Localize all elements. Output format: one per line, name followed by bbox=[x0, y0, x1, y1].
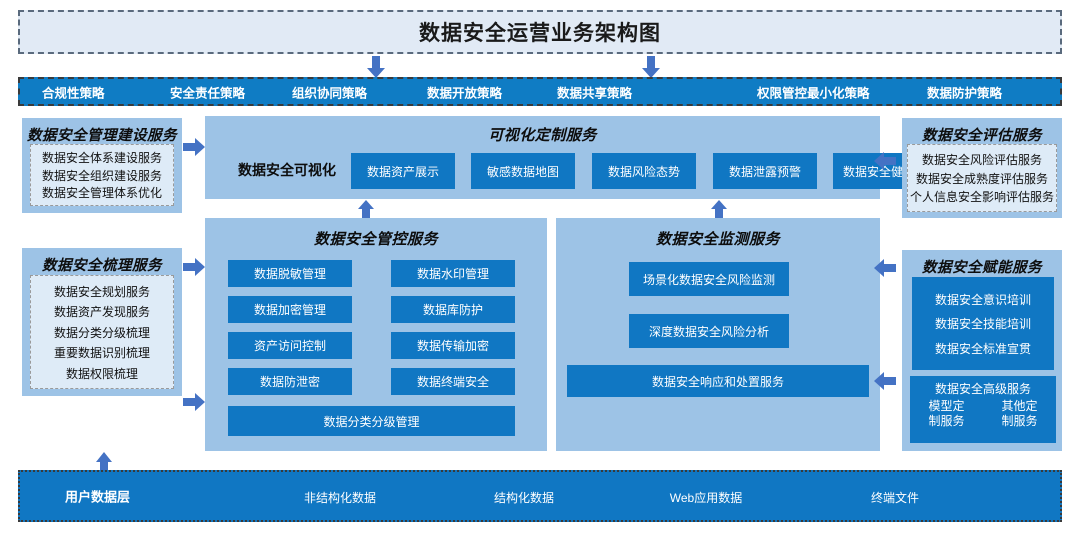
assessment-item-list: 数据安全风险评估服务 数据安全成熟度评估服务 个人信息安全影响评估服务 bbox=[907, 144, 1057, 212]
arrow-down-icon bbox=[366, 56, 386, 78]
chip-data-watermark[interactable]: 数据水印管理 bbox=[391, 260, 515, 287]
arrow-up-icon bbox=[710, 200, 728, 220]
chip-data-leak-alert[interactable]: 数据泄露预警 bbox=[713, 153, 817, 189]
panel-title-management-building: 数据安全管理建设服务 bbox=[27, 128, 177, 144]
chip-structured-data[interactable]: 结构化数据 bbox=[470, 484, 578, 511]
list-item: 重要数据识别梳理 bbox=[53, 346, 150, 360]
chip-scenario-risk-monitoring[interactable]: 场景化数据安全风险监测 bbox=[629, 262, 789, 296]
panel-title-visualization: 可视化定制服务 bbox=[488, 128, 597, 144]
chip-data-leak-prevention[interactable]: 数据防泄密 bbox=[228, 368, 352, 395]
chip-response-disposal-service[interactable]: 数据安全响应和处置服务 bbox=[567, 365, 869, 397]
list-item: 数据安全组织建设服务 bbox=[41, 168, 162, 183]
policy-item-collaboration[interactable]: 组织协同策略 bbox=[292, 86, 368, 100]
panel-title-enablement: 数据安全赋能服务 bbox=[922, 260, 1042, 276]
chip-data-encryption[interactable]: 数据加密管理 bbox=[228, 296, 352, 323]
management-building-item-list: 数据安全体系建设服务 数据安全组织建设服务 数据安全管理体系优化 bbox=[30, 144, 174, 206]
policy-item-data-sharing[interactable]: 数据共享策略 bbox=[557, 86, 633, 100]
chip-asset-access-control[interactable]: 资产访问控制 bbox=[228, 332, 352, 359]
panel-title-monitoring-service: 数据安全监测服务 bbox=[655, 232, 780, 248]
arrow-down-icon bbox=[641, 56, 661, 78]
chip-sensitive-data-map[interactable]: 敏感数据地图 bbox=[471, 153, 575, 189]
data-layer-label: 用户数据层 bbox=[65, 489, 131, 505]
list-item: 数据安全体系建设服务 bbox=[41, 151, 162, 166]
arrow-left-icon bbox=[874, 259, 896, 277]
list-item: 数据安全管理体系优化 bbox=[41, 185, 162, 200]
list-item: 数据安全成熟度评估服务 bbox=[915, 171, 1048, 186]
policy-bar: 合规性策略 安全责任策略 组织协同策略 数据开放策略 数据共享策略 权限管控最小… bbox=[18, 77, 1062, 106]
panel-control-service[interactable]: 数据安全管控服务 数据脱敏管理 数据加密管理 资产访问控制 数据防泄密 数据水印… bbox=[205, 218, 547, 451]
panel-management-building[interactable]: 数据安全管理建设服务 数据安全体系建设服务 数据安全组织建设服务 数据安全管理体… bbox=[22, 118, 182, 213]
arrow-up-icon bbox=[357, 200, 375, 220]
chip-transmission-encryption[interactable]: 数据传输加密 bbox=[391, 332, 515, 359]
panel-title-control-service: 数据安全管控服务 bbox=[313, 232, 438, 248]
list-item: 数据分类分级梳理 bbox=[53, 325, 150, 340]
policy-item-responsibility[interactable]: 安全责任策略 bbox=[170, 86, 246, 100]
chip-terminal-file[interactable]: 终端文件 bbox=[845, 484, 945, 511]
policy-item-data-opening[interactable]: 数据开放策略 bbox=[427, 86, 503, 100]
chip-data-endpoint-security[interactable]: 数据终端安全 bbox=[391, 368, 515, 395]
list-item: 数据安全技能培训 bbox=[934, 317, 1031, 331]
advanced-service-block[interactable]: 数据安全高级服务 模型定 制服务 其他定 制服务 bbox=[910, 376, 1056, 443]
chip-data-masking[interactable]: 数据脱敏管理 bbox=[228, 260, 352, 287]
visualization-subtitle: 数据安全可视化 bbox=[238, 164, 336, 179]
policy-item-least-privilege[interactable]: 权限管控最小化策略 bbox=[757, 86, 870, 100]
user-data-layer: 用户数据层 非结构化数据 结构化数据 Web应用数据 终端文件 bbox=[18, 470, 1062, 522]
advanced-service-title: 数据安全高级服务 bbox=[934, 382, 1031, 396]
list-item: 数据资产发现服务 bbox=[53, 305, 150, 319]
policy-item-data-protection[interactable]: 数据防护策略 bbox=[927, 86, 1003, 100]
panel-assessment-service[interactable]: 数据安全评估服务 数据安全风险评估服务 数据安全成熟度评估服务 个人信息安全影响… bbox=[902, 118, 1062, 218]
list-item: 数据安全风险评估服务 bbox=[921, 152, 1042, 167]
chip-data-asset-display[interactable]: 数据资产展示 bbox=[351, 153, 455, 189]
list-item: 数据安全意识培训 bbox=[934, 292, 1031, 307]
list-item: 数据安全标准宣贯 bbox=[934, 341, 1031, 356]
arrow-right-icon bbox=[183, 393, 205, 411]
list-item: 个人信息安全影响评估服务 bbox=[909, 190, 1054, 205]
arrow-up-icon bbox=[95, 452, 113, 474]
page-title: 数据安全运营业务架构图 bbox=[419, 21, 661, 45]
list-item: 数据安全规划服务 bbox=[53, 284, 150, 299]
panel-title-assessment: 数据安全评估服务 bbox=[922, 128, 1042, 144]
list-item: 数据权限梳理 bbox=[65, 366, 138, 381]
arrow-left-icon bbox=[874, 372, 896, 390]
chip-web-application-data[interactable]: Web应用数据 bbox=[650, 484, 762, 511]
arrow-left-icon bbox=[874, 152, 896, 170]
chip-data-classification-grading[interactable]: 数据分类分级管理 bbox=[228, 406, 515, 436]
panel-enablement-service[interactable]: 数据安全赋能服务 数据安全意识培训 数据安全技能培训 数据安全标准宣贯 数据安全… bbox=[902, 250, 1062, 451]
advanced-service-model-custom: 模型定 制服务 bbox=[928, 399, 965, 428]
panel-data-combing[interactable]: 数据安全梳理服务 数据安全规划服务 数据资产发现服务 数据分类分级梳理 重要数据… bbox=[22, 248, 182, 396]
diagram-title-bar: 数据安全运营业务架构图 bbox=[18, 10, 1062, 54]
panel-visualization-service[interactable]: 可视化定制服务 数据安全可视化 数据资产展示 敏感数据地图 数据风险态势 数据泄… bbox=[205, 116, 937, 199]
advanced-service-other-custom: 其他定 制服务 bbox=[1001, 399, 1038, 428]
enablement-training-list[interactable]: 数据安全意识培训 数据安全技能培训 数据安全标准宣贯 bbox=[912, 277, 1054, 370]
chip-unstructured-data[interactable]: 非结构化数据 bbox=[282, 484, 398, 511]
chip-database-protection[interactable]: 数据库防护 bbox=[391, 296, 515, 323]
arrow-right-icon bbox=[183, 258, 205, 276]
panel-monitoring-service[interactable]: 数据安全监测服务 场景化数据安全风险监测 深度数据安全风险分析 数据安全响应和处… bbox=[556, 218, 880, 451]
arrow-right-icon bbox=[183, 138, 205, 156]
panel-title-data-combing: 数据安全梳理服务 bbox=[42, 258, 162, 274]
policy-item-compliance[interactable]: 合规性策略 bbox=[42, 86, 105, 100]
chip-data-risk-situation[interactable]: 数据风险态势 bbox=[592, 153, 696, 189]
data-combing-item-list: 数据安全规划服务 数据资产发现服务 数据分类分级梳理 重要数据识别梳理 数据权限… bbox=[30, 275, 174, 389]
chip-deep-risk-analysis[interactable]: 深度数据安全风险分析 bbox=[629, 314, 789, 348]
